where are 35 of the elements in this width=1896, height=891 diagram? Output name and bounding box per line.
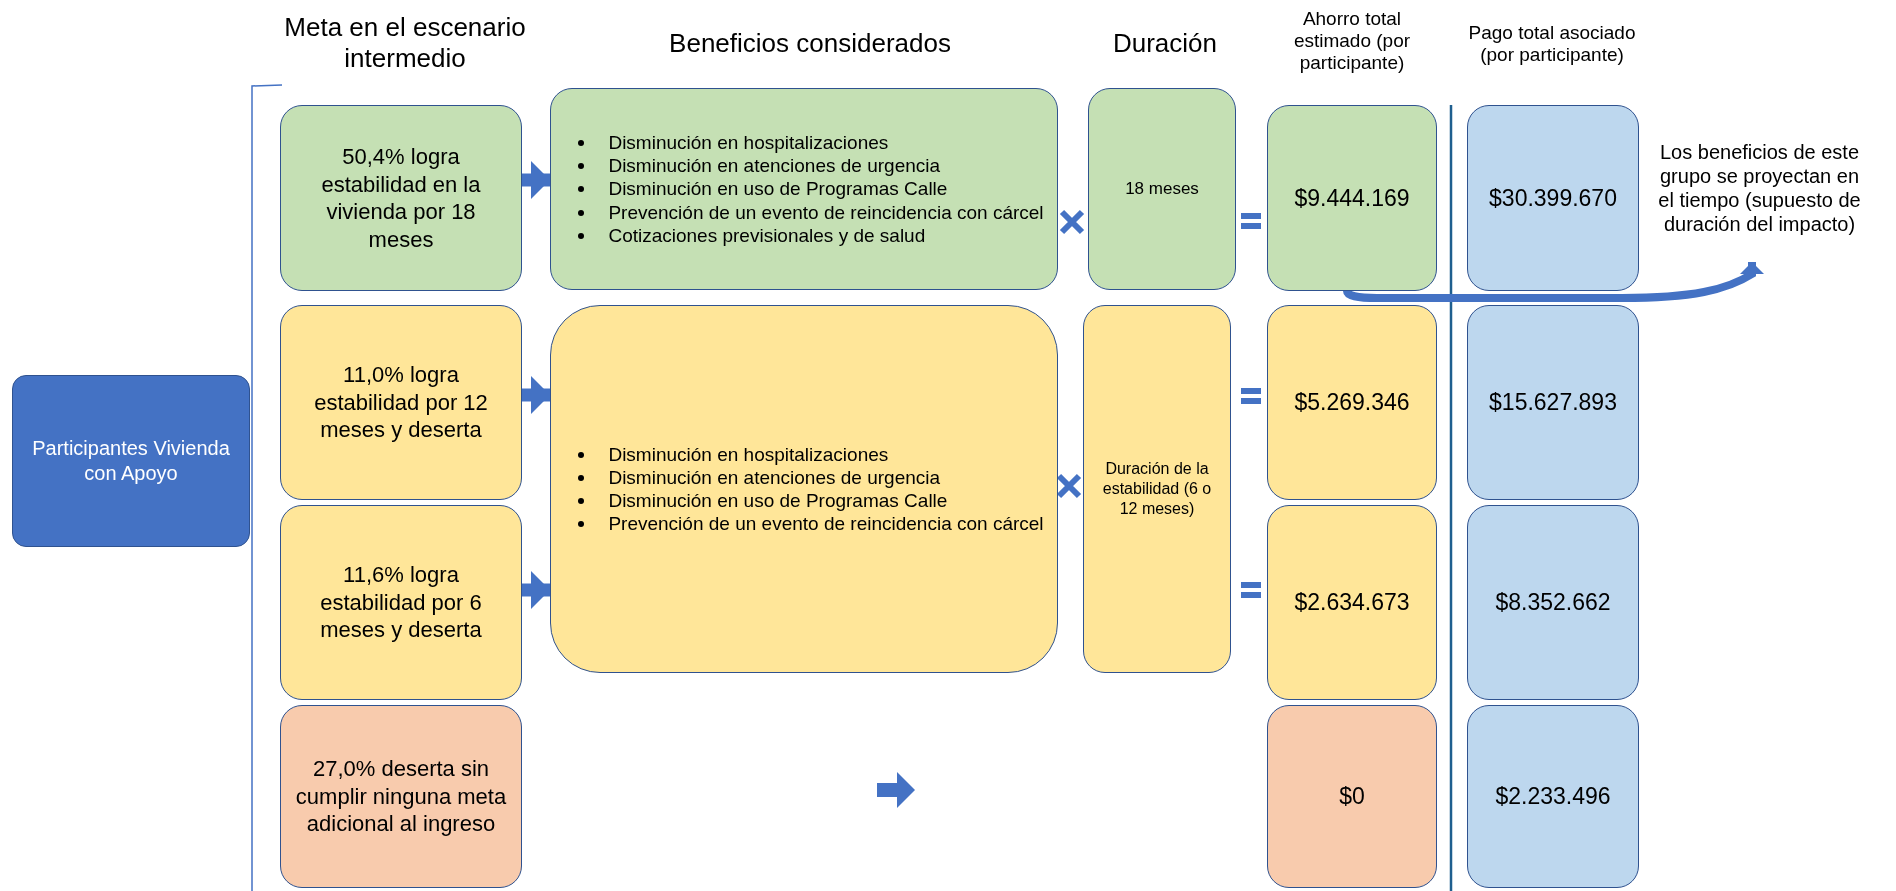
amount-box: $0 [1267, 705, 1437, 888]
amount-box: $8.352.662 [1467, 505, 1639, 700]
benefits-box [550, 88, 1058, 290]
bullet-text: Disminución en atenciones de urgencia [608, 466, 941, 488]
bullet-text: Disminución en uso de Programas Calle [608, 178, 948, 200]
amount-box: $5.269.346 [1267, 305, 1437, 500]
amount-box: $30.399.670 [1467, 105, 1639, 291]
goal-box: 11,6% logra estabilidad por 6 meses y deserta [280, 505, 522, 700]
duration-box: Duración de la estabilidad (6 o 12 meses) [1083, 305, 1231, 673]
column-header: Pago total asociado (por participante) [1467, 22, 1637, 66]
bullet-text: Disminución en hospitalizaciones [608, 132, 889, 154]
goal-box: 11,0% logra estabilidad por 12 meses y deserta [280, 305, 522, 500]
bullet-text: Prevención de un evento de reincidencia con cárcel [608, 201, 1044, 223]
note-text: Los beneficios de este grupo se proyectan en el tiempo (supuesto de duración del impacto) [1652, 118, 1867, 258]
bullet-text: Disminución en hospitalizaciones [608, 443, 889, 465]
amount-box: $9.444.169 [1267, 105, 1437, 291]
amount-box: $2.233.496 [1467, 705, 1639, 888]
column-header: Ahorro total estimado (por participante) [1292, 8, 1412, 74]
arrow [522, 160, 550, 200]
column-header: Duración [1111, 28, 1219, 59]
bullet-text: Cotizaciones previsionales y de salud [608, 224, 926, 246]
benefits-box [550, 305, 1058, 673]
arrow [522, 375, 550, 415]
bullet-text: Prevención de un evento de reincidencia con cárcel [608, 513, 1044, 535]
column-header: Beneficios considerados [668, 28, 952, 59]
duration-box: 18 meses [1088, 88, 1236, 290]
amount-box: $15.627.893 [1467, 305, 1639, 500]
column-header: Meta en el escenario intermedio [283, 12, 527, 74]
amount-box: $2.634.673 [1267, 505, 1437, 700]
goal-box: 50,4% logra estabilidad en la vivienda por 18 meses [280, 105, 522, 291]
bullet-text: Disminución en atenciones de urgencia [608, 155, 941, 177]
group-box: Participantes Vivienda con Apoyo [12, 375, 250, 547]
arrow [522, 570, 550, 610]
goal-box: 27,0% deserta sin cumplir ninguna meta adicional al ingreso [280, 705, 522, 888]
bullet-text: Disminución en uso de Programas Calle [608, 490, 948, 511]
